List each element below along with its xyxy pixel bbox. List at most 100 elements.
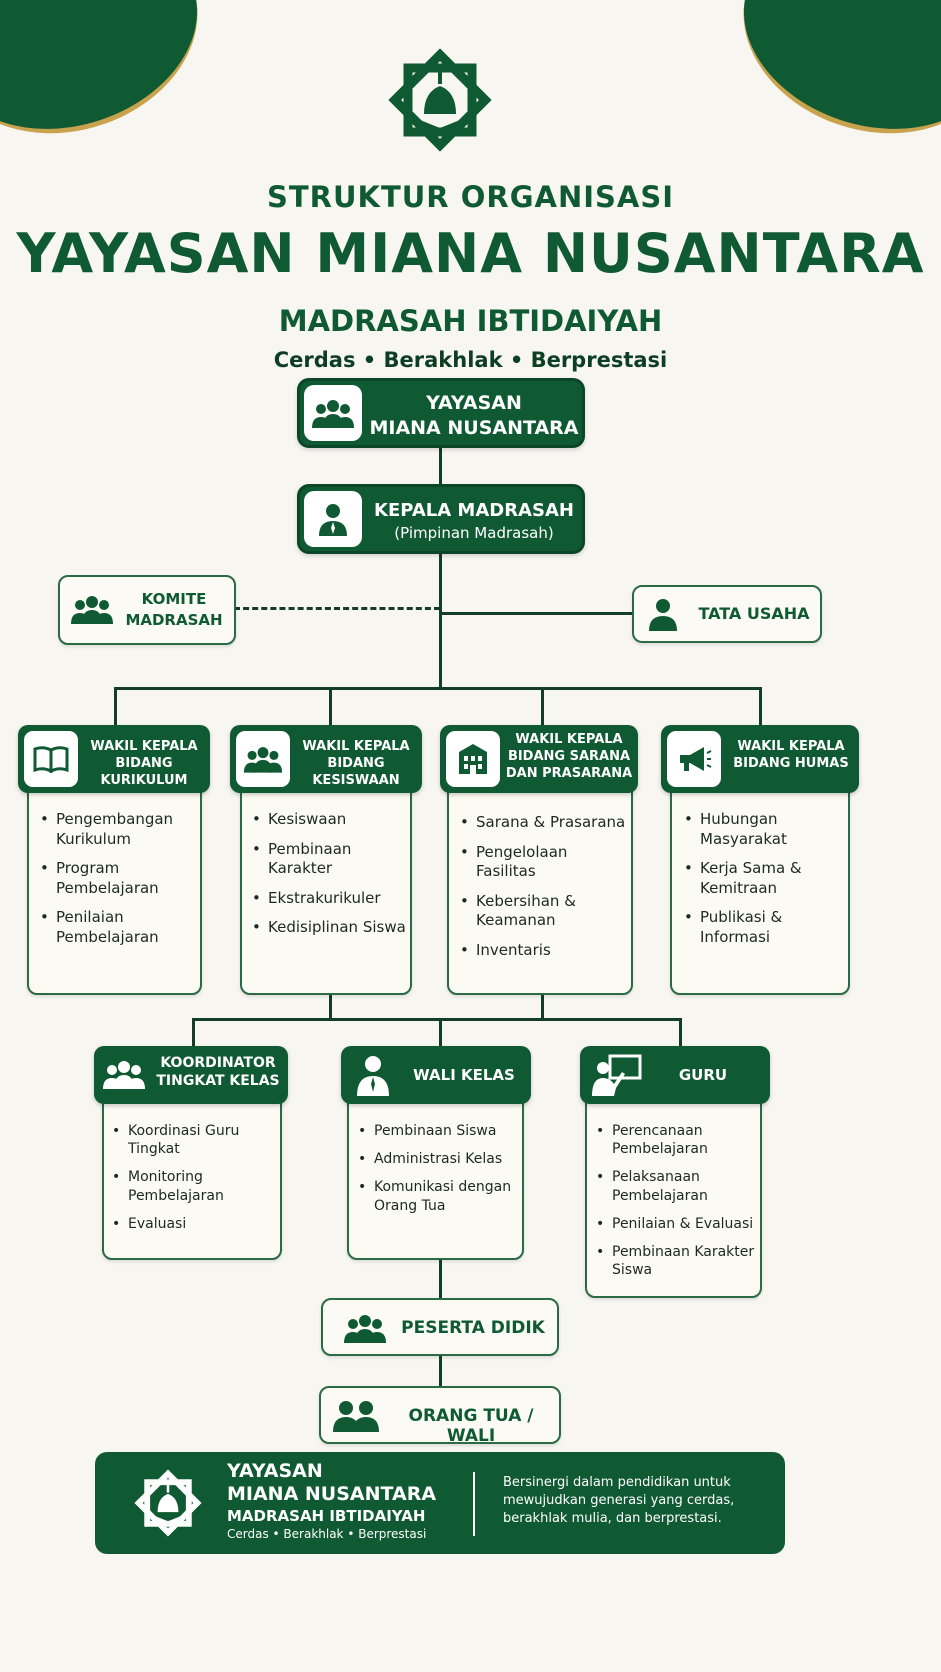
- list-item: Ekstrakurikuler: [252, 889, 407, 909]
- list-item: Pembinaan Karakter Siswa: [596, 1243, 761, 1279]
- card-head-kesiswaan: WAKIL KEPALA BIDANG KESISWAAN: [230, 725, 422, 793]
- footer: YAYASAN MIANA NUSANTARA MADRASAH IBTIDAI…: [95, 1452, 785, 1554]
- connector: [439, 552, 442, 690]
- header-tagline: Cerdas • Berakhlak • Berprestasi: [273, 348, 668, 372]
- list-wali-kelas: Pembinaan Siswa Administrasi Kelas Komun…: [358, 1122, 523, 1225]
- connector: [439, 1260, 442, 1298]
- connector: [439, 1018, 442, 1048]
- node-peserta-didik: PESERTA DIDIK: [321, 1298, 559, 1356]
- lower-title-line2: TINGKAT KELAS: [156, 1073, 280, 1090]
- page-title: YAYASAN MIANA NUSANTARA: [16, 222, 925, 285]
- parents-icon: [333, 1400, 379, 1436]
- lower-title-line1: WALI KELAS: [413, 1066, 515, 1084]
- list-item: Kebersihan & Keamanan: [460, 892, 630, 931]
- node-yayasan-line1: YAYASAN: [426, 392, 522, 414]
- list-item: Komunikasi dengan Orang Tua: [358, 1178, 523, 1214]
- person-icon: [648, 597, 678, 635]
- list-item: Pengelolaan Fasilitas: [460, 843, 630, 882]
- card-head-guru: GURU: [580, 1046, 770, 1104]
- node-kepala-madrasah: KEPALA MADRASAH (Pimpinan Madrasah): [297, 484, 585, 554]
- list-wakil-kesiswaan: Kesiswaan Pembinaan Karakter Ekstrakurik…: [252, 810, 407, 948]
- list-guru: Perencanaan Pembelajaran Pelaksanaan Pem…: [596, 1122, 761, 1289]
- wakil-title-line1: WAKIL KEPALA: [737, 739, 845, 754]
- wakil-title-line2: BIDANG KESISWAAN: [312, 755, 400, 788]
- card-head-koordinator: KOORDINATOR TINGKAT KELAS: [94, 1046, 288, 1104]
- connector: [440, 612, 633, 615]
- footer-line1: YAYASAN: [227, 1460, 323, 1482]
- connector: [541, 993, 544, 1020]
- list-item: Inventaris: [460, 941, 630, 961]
- footer-divider: [473, 1472, 475, 1536]
- board-icon: [592, 1054, 642, 1100]
- wakil-title-line2: BIDANG HUMAS: [733, 755, 849, 771]
- lower-title-line1: GURU: [678, 1066, 728, 1084]
- connector: [759, 687, 762, 727]
- person-icon: [304, 491, 362, 547]
- connector: [114, 687, 762, 690]
- list-item: Pembinaan Karakter: [252, 840, 407, 879]
- node-yayasan-line2: MIANA NUSANTARA: [369, 417, 579, 439]
- header-school: MADRASAH IBTIDAIYAH: [278, 304, 663, 338]
- list-item: Evaluasi: [112, 1215, 277, 1233]
- corner-decoration-left: [0, 0, 225, 166]
- book-icon: [24, 731, 78, 787]
- footer-motto: Bersinergi dalam pendidikan untuk mewuju…: [503, 1475, 735, 1526]
- list-item: Kesiswaan: [252, 810, 407, 830]
- list-item: Pembinaan Siswa: [358, 1122, 523, 1140]
- list-item: Monitoring Pembelajaran: [112, 1168, 277, 1204]
- node-kepala-subtitle: (Pimpinan Madrasah): [394, 524, 554, 542]
- node-tata-usaha: TATA USAHA: [632, 585, 822, 643]
- wakil-title-line2: BIDANG KURIKULUM: [100, 755, 188, 788]
- connector: [541, 687, 544, 727]
- list-item: Administrasi Kelas: [358, 1150, 523, 1168]
- logo: [380, 40, 500, 160]
- node-peserta-didik-label: PESERTA DIDIK: [401, 1318, 545, 1338]
- list-wakil-sarana: Sarana & Prasarana Pengelolaan Fasilitas…: [460, 813, 630, 970]
- node-tata-usaha-label: TATA USAHA: [698, 604, 810, 623]
- group-icon: [102, 1058, 146, 1094]
- connector: [329, 993, 332, 1020]
- list-item: Pengembangan Kurikulum: [40, 810, 200, 849]
- list-item: Pelaksanaan Pembelajaran: [596, 1168, 761, 1204]
- card-wali-kelas: [347, 1090, 524, 1260]
- megaphone-icon: [667, 731, 721, 787]
- list-item: Sarana & Prasarana: [460, 813, 630, 833]
- connector: [114, 687, 117, 727]
- header-subtitle: STRUKTUR ORGANISASI: [266, 180, 675, 214]
- group-icon: [343, 1312, 387, 1348]
- list-item: Perencanaan Pembelajaran: [596, 1122, 761, 1158]
- node-komite-line1: KOMITE: [141, 590, 207, 608]
- node-yayasan: YAYASAN MIANA NUSANTARA: [297, 378, 585, 448]
- list-item: Kedisiplinan Siswa: [252, 918, 407, 938]
- node-orang-tua-label: ORANG TUA / WALI: [408, 1406, 534, 1446]
- connector: [192, 1018, 195, 1048]
- group-icon: [236, 731, 290, 787]
- building-icon: [446, 731, 500, 787]
- wakil-title-line3: DAN PRASARANA: [505, 765, 633, 781]
- card-head-sarana: WAKIL KEPALA BIDANG SARANA DAN PRASARANA: [440, 725, 638, 793]
- group-icon: [304, 385, 362, 441]
- connector: [329, 687, 332, 727]
- lower-title-line1: KOORDINATOR: [160, 1055, 276, 1071]
- logo: [129, 1464, 207, 1542]
- list-item: Publikasi & Informasi: [684, 908, 844, 947]
- corner-decoration-right: [716, 0, 941, 166]
- connector: [192, 1018, 682, 1021]
- list-koordinator: Koordinasi Guru Tingkat Monitoring Pembe…: [112, 1122, 277, 1243]
- footer-line3: MADRASAH IBTIDAIYAH: [227, 1507, 426, 1525]
- list-item: Koordinasi Guru Tingkat: [112, 1122, 277, 1158]
- wakil-title-line2: BIDANG SARANA: [507, 748, 631, 764]
- list-wakil-humas: Hubungan Masyarakat Kerja Sama & Kemitra…: [684, 810, 844, 957]
- footer-tagline: Cerdas • Berakhlak • Berprestasi: [227, 1527, 427, 1541]
- node-orang-tua: ORANG TUA / WALI: [319, 1386, 561, 1446]
- card-head-wali-kelas: WALI KELAS: [341, 1046, 531, 1104]
- node-komite: KOMITE MADRASAH: [58, 575, 236, 645]
- node-komite-line2: MADRASAH: [125, 611, 223, 629]
- list-wakil-kurikulum: Pengembangan Kurikulum Program Pembelaja…: [40, 810, 200, 957]
- connector: [439, 446, 442, 486]
- connector: [439, 1356, 442, 1386]
- wakil-title-line1: WAKIL KEPALA: [302, 739, 410, 754]
- list-item: Penilaian Pembelajaran: [40, 908, 200, 947]
- node-kepala-title: KEPALA MADRASAH: [374, 500, 574, 521]
- footer-line2: MIANA NUSANTARA: [227, 1483, 437, 1505]
